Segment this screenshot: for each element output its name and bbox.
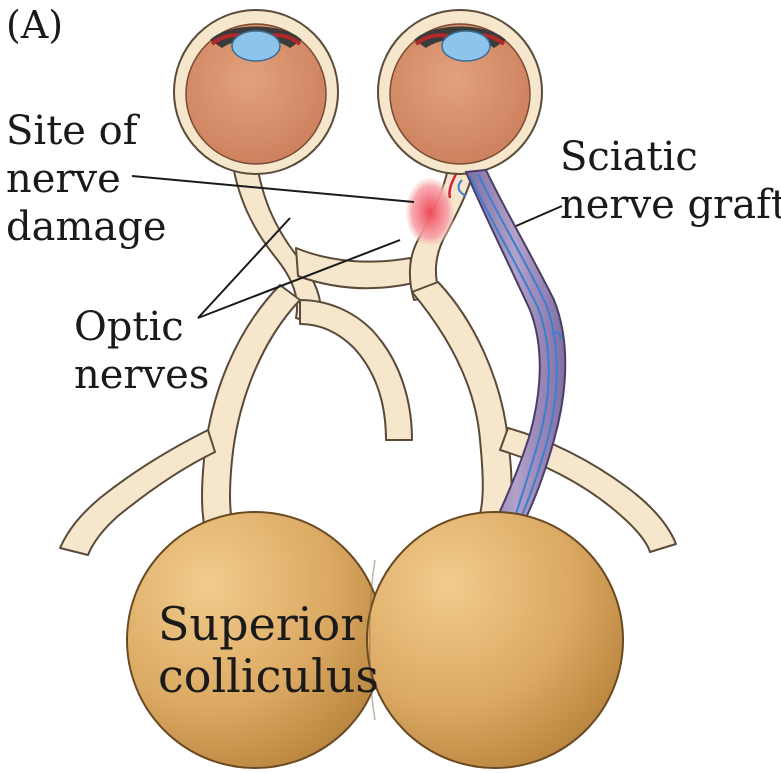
left-optic-tract (202, 285, 300, 548)
optic-chiasm-bridge (296, 248, 418, 288)
graft-label-line1: Sciatic (560, 134, 698, 180)
colliculus-label-line2: colliculus (158, 649, 379, 703)
site-leader-line (132, 176, 414, 202)
left-inner-tract (300, 300, 412, 440)
right-lens (442, 31, 490, 61)
colliculus-label-line1: Superior (158, 597, 362, 651)
panel-label: (A) (6, 3, 63, 47)
left-lens (232, 31, 280, 61)
optic-label-line1: Optic (74, 304, 184, 350)
optic-label-line2: nerves (74, 352, 209, 398)
right-eye (378, 10, 542, 174)
site-label-line1: Site of (6, 108, 141, 154)
graft-leader-line (516, 206, 562, 226)
nerve-damage-site (406, 178, 454, 246)
site-label-line2: nerve (6, 156, 121, 202)
graft-label-line2: nerve graft (560, 182, 781, 228)
left-eye (174, 10, 338, 174)
right-optic-tract (412, 282, 512, 526)
site-label-line3: damage (6, 204, 167, 250)
